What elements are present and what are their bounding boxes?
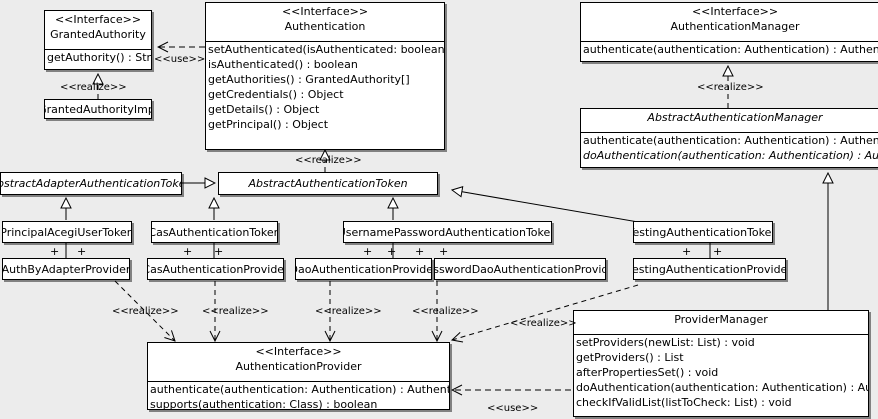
association-marker: + <box>387 245 397 258</box>
class-name: UsernamePasswordAuthenticationToken <box>343 225 552 239</box>
class-authentication[interactable]: <<Interface>> Authentication setAuthenti… <box>205 2 445 150</box>
stereotype-label: <<Interface>> <box>691 5 779 18</box>
class-testing-authentication-token[interactable]: TestingAuthenticationToken <box>633 221 773 243</box>
class-provider-manager[interactable]: ProviderManager setProviders(newList: Li… <box>573 310 869 417</box>
class-name: AbstractAuthenticationManager <box>647 111 823 124</box>
operation: doAuthentication(authentication: Authent… <box>576 381 868 394</box>
operations-compartment: setAuthenticated(isAuthenticated: boolea… <box>206 41 444 132</box>
operation: authenticate(authentication: Authenticat… <box>583 134 878 147</box>
operation: isAuthenticated() : boolean <box>208 58 358 71</box>
edge-label-use-provider-manager: <<use>> <box>487 403 539 414</box>
class-name: PrincipalAcegiUserToken <box>2 225 132 239</box>
operation: getPrincipal() : Object <box>208 118 329 131</box>
operation: getAuthority() : String <box>47 51 152 64</box>
stereotype-label: <<Interface>> <box>281 5 369 18</box>
class-auth-by-adapter-provider[interactable]: AuthByAdapterProvider <box>2 258 130 280</box>
operation: doAuthentication(authentication: Authent… <box>583 149 878 162</box>
class-name: PasswordDaoAuthenticationProvider <box>434 262 605 276</box>
class-name: Authentication <box>284 20 366 33</box>
class-cas-authentication-token[interactable]: CasAuthenticationToken <box>151 221 278 243</box>
operations-compartment: getAuthority() : String <box>45 49 151 65</box>
operation: authenticate(authentication: Authenticat… <box>583 43 878 56</box>
operation: getProviders() : List <box>576 351 684 364</box>
operation: setAuthenticated(isAuthenticated: boolea… <box>208 43 445 56</box>
operations-compartment: setProviders(newList: List) : void getPr… <box>574 334 868 410</box>
class-name: CasAuthenticationToken <box>151 225 278 239</box>
operations-compartment: authenticate(authentication: Authenticat… <box>148 381 450 410</box>
class-authentication-manager[interactable]: <<Interface>> AuthenticationManager auth… <box>580 2 878 62</box>
class-name: ProviderManager <box>674 313 768 326</box>
edge-label-realize-testing: <<realize>> <box>510 318 577 329</box>
class-name: GrantedAuthority <box>50 28 146 41</box>
operations-compartment: authenticate(authentication: Authenticat… <box>581 41 878 57</box>
association-marker: + <box>214 245 224 258</box>
stereotype-label: <<Interface>> <box>255 345 342 358</box>
class-name: AbstractAuthenticationToken <box>248 177 408 190</box>
edge-label-realize-password-dao: <<realize>> <box>412 306 479 317</box>
association-marker: + <box>183 245 193 258</box>
class-cas-authentication-provider[interactable]: CasAuthenticationProvider <box>147 258 284 280</box>
edge-label-realize-abstract-authentication-manager: <<realize>> <box>697 82 764 93</box>
class-name: GrantedAuthorityImpl <box>44 102 152 116</box>
class-abstract-adapter-authentication-token[interactable]: AbstractAdapterAuthenticationToken <box>0 172 182 195</box>
operation: checkIfValidList(listToCheck: List) : vo… <box>576 396 792 409</box>
operation: setProviders(newList: List) : void <box>576 336 755 349</box>
class-name: TestingAuthenticationToken <box>633 225 773 239</box>
class-name: AuthenticationProvider <box>235 360 362 373</box>
operations-compartment: authenticate(authentication: Authenticat… <box>581 132 878 163</box>
association-marker: + <box>682 245 692 258</box>
class-username-password-authentication-token[interactable]: UsernamePasswordAuthenticationToken <box>343 221 552 243</box>
class-name: AuthByAdapterProvider <box>2 262 130 276</box>
edge-label-realize-auth-by-adapter: <<realize>> <box>112 306 179 317</box>
class-name: CasAuthenticationProvider <box>147 262 284 276</box>
operation: getCredentials() : Object <box>208 88 344 101</box>
association-marker: + <box>77 245 87 258</box>
class-password-dao-authentication-provider[interactable]: PasswordDaoAuthenticationProvider <box>434 258 606 280</box>
operation: getDetails() : Object <box>208 103 320 116</box>
operation: authenticate(authentication: Authenticat… <box>150 383 450 396</box>
class-name: AbstractAdapterAuthenticationToken <box>1 177 181 190</box>
association-marker: + <box>363 245 373 258</box>
edge-label-realize-dao: <<realize>> <box>315 306 382 317</box>
class-granted-authority-impl[interactable]: GrantedAuthorityImpl <box>44 99 152 119</box>
association-marker: + <box>439 245 449 258</box>
association-marker: + <box>50 245 60 258</box>
class-name: TestingAuthenticationProvider <box>633 262 786 276</box>
stereotype-label: <<Interface>> <box>54 13 142 26</box>
operation: supports(authentication: Class) : boolea… <box>150 398 378 410</box>
class-name: DaoAuthenticationProvider <box>295 262 432 276</box>
edge-label-realize-granted-authority-impl: <<realize>> <box>60 82 127 93</box>
operation: getAuthorities() : GrantedAuthority[] <box>208 73 410 86</box>
edge-label-realize-abstract-authentication-token: <<realize>> <box>295 155 362 166</box>
class-name: AuthenticationManager <box>670 20 800 33</box>
class-testing-authentication-provider[interactable]: TestingAuthenticationProvider <box>633 258 786 280</box>
association-marker: + <box>713 245 723 258</box>
class-granted-authority[interactable]: <<Interface>> GrantedAuthority getAuthor… <box>44 10 152 70</box>
class-abstract-authentication-token[interactable]: AbstractAuthenticationToken <box>218 172 438 195</box>
edge-label-use-granted-authority: <<use>> <box>154 54 206 65</box>
class-authentication-provider[interactable]: <<Interface>> AuthenticationProvider aut… <box>147 342 450 410</box>
association-marker: + <box>415 245 425 258</box>
class-principal-acegi-user-token[interactable]: PrincipalAcegiUserToken <box>2 221 132 243</box>
operation: afterPropertiesSet() : void <box>576 366 719 379</box>
edge-label-realize-cas: <<realize>> <box>202 306 269 317</box>
class-abstract-authentication-manager[interactable]: AbstractAuthenticationManager authentica… <box>580 108 878 168</box>
class-dao-authentication-provider[interactable]: DaoAuthenticationProvider <box>295 258 432 280</box>
